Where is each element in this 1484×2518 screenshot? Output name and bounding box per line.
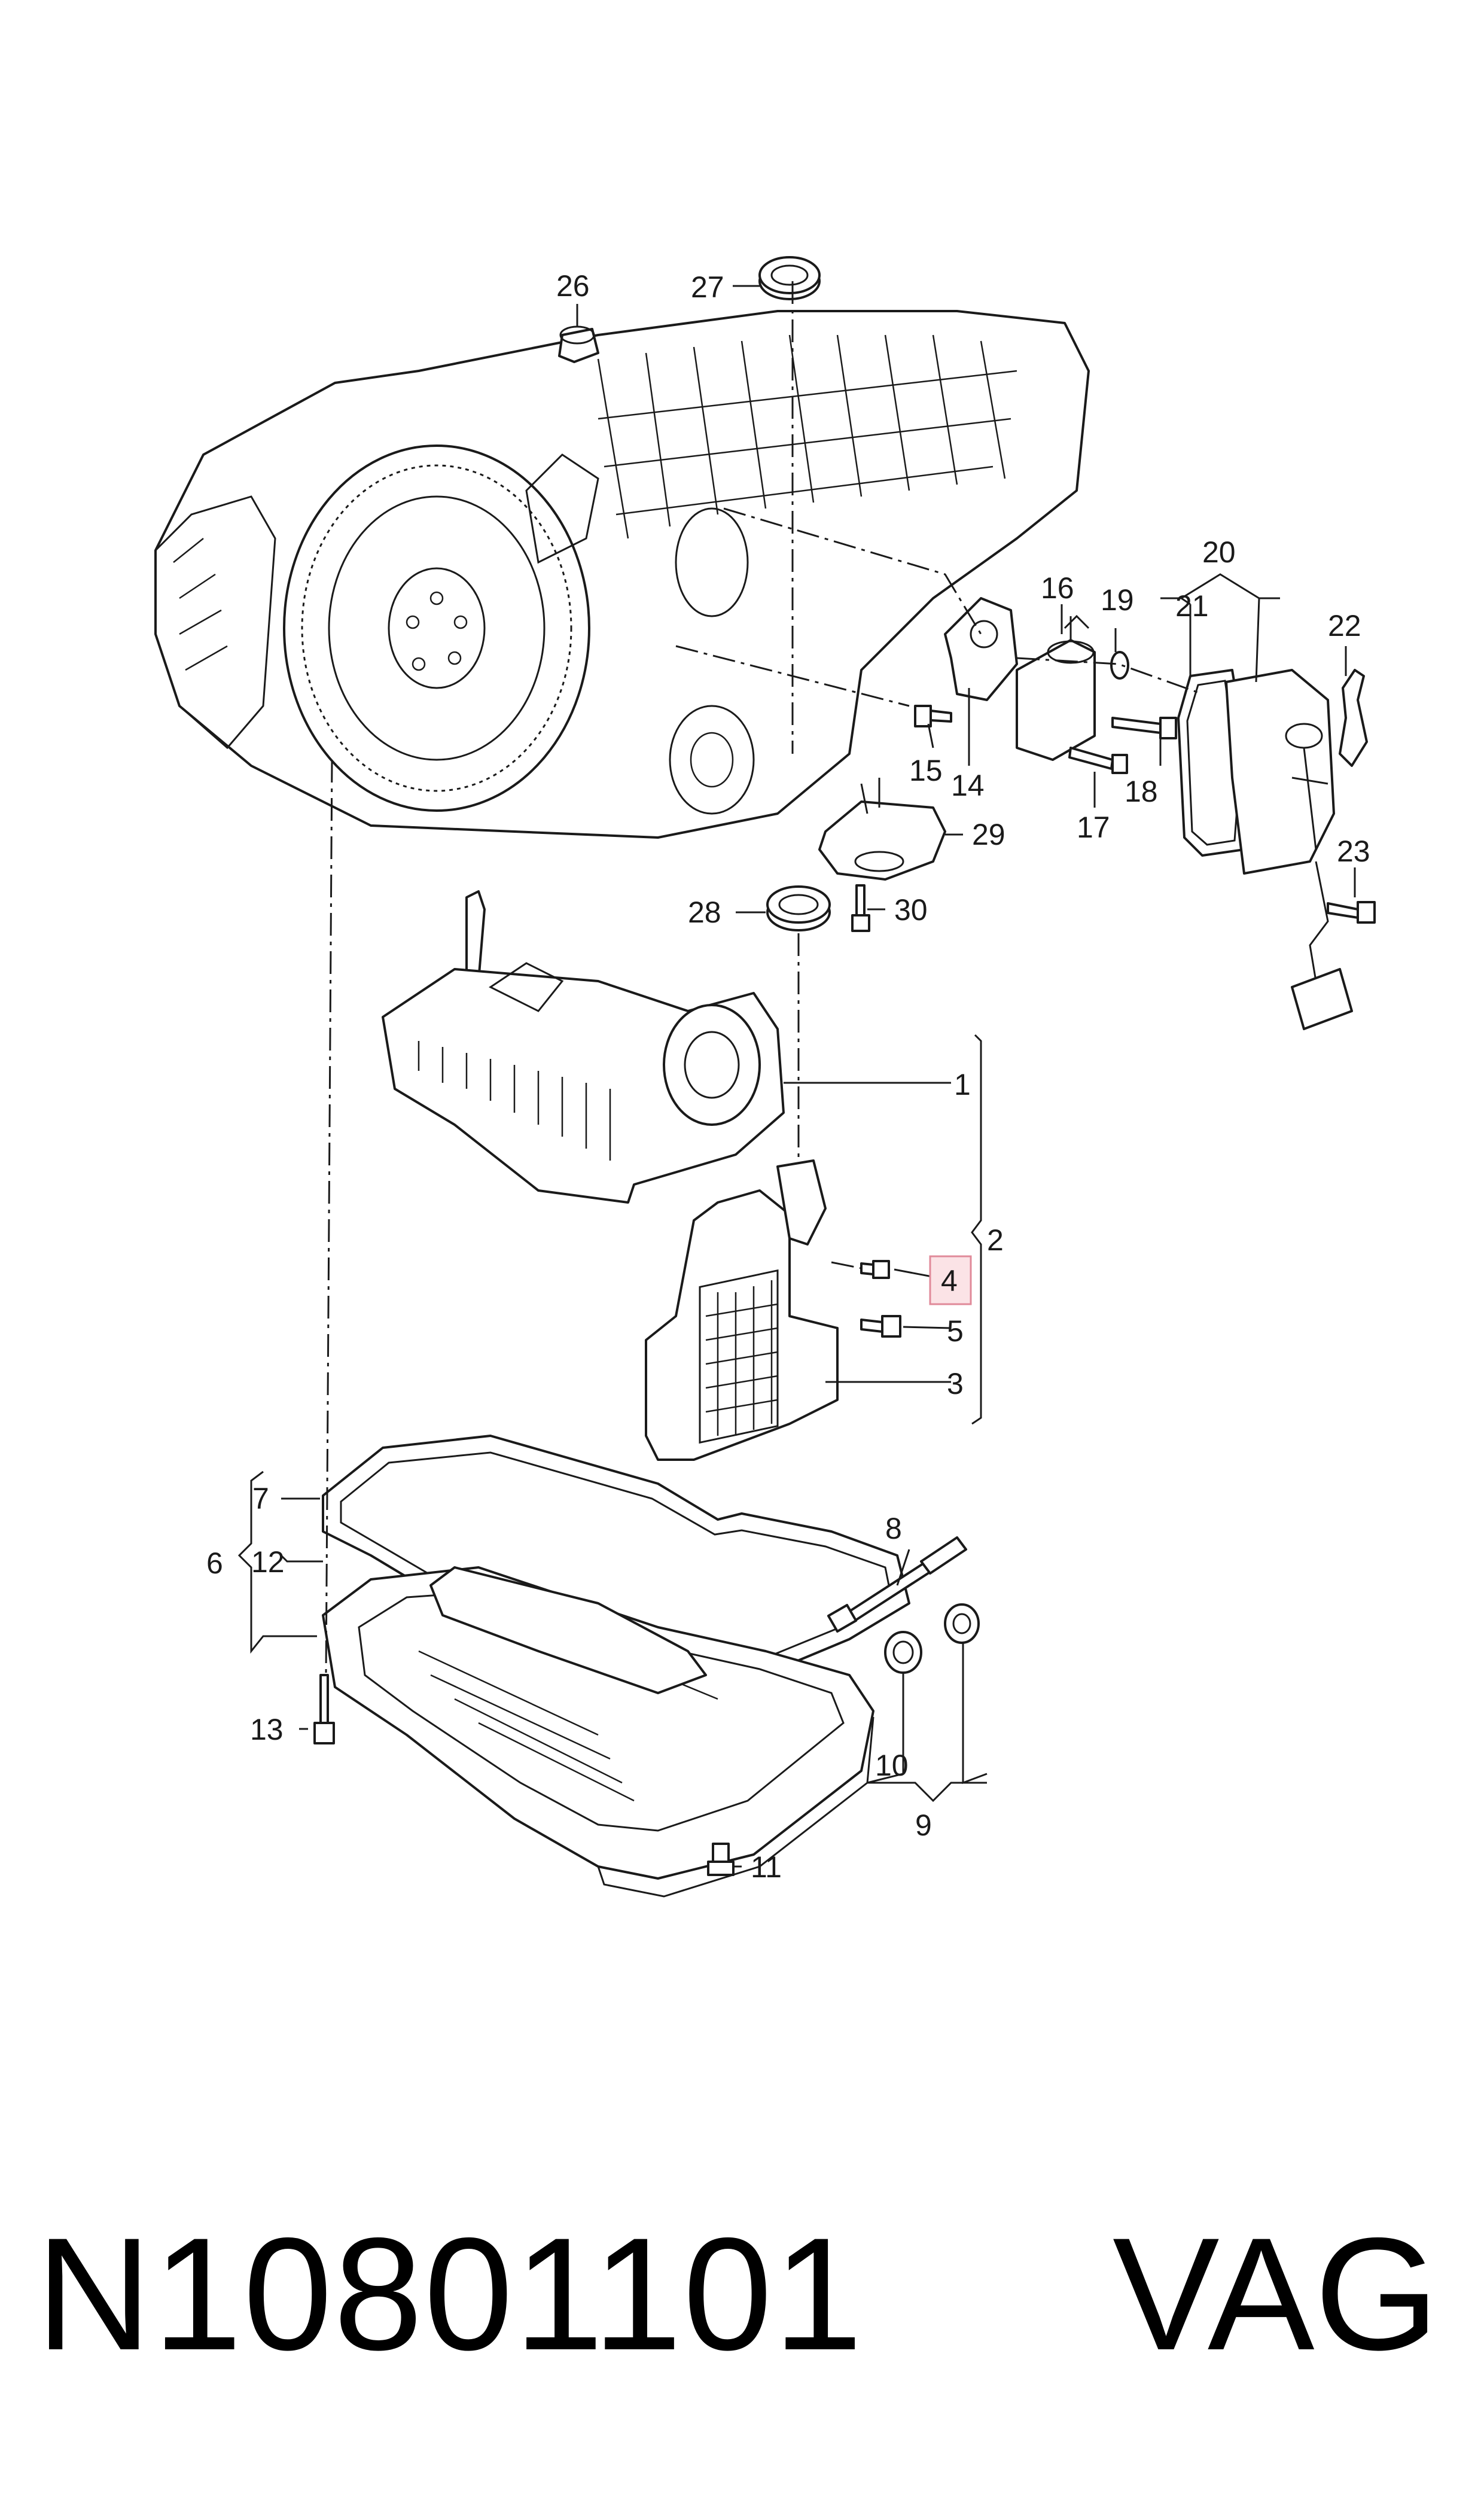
callout-22: 22	[1328, 609, 1361, 643]
drain-plug-11	[707, 1843, 735, 1876]
bolt-13	[313, 1674, 335, 1744]
filter-12	[429, 1566, 707, 1694]
cover-20	[1225, 669, 1353, 1030]
callout-29: 29	[972, 818, 1005, 851]
callout-9: 9	[915, 1808, 932, 1842]
callout-5: 5	[947, 1314, 964, 1348]
callout-8: 8	[885, 1512, 902, 1545]
flywheel	[283, 444, 590, 812]
callout-23: 23	[1337, 835, 1370, 868]
part-number: N10801101	[36, 2204, 864, 2383]
callout-12: 12	[251, 1545, 285, 1579]
callout-17: 17	[1077, 811, 1110, 844]
callout-labels: 26 27 28 29 30 16 19 20 21 22 15 14 18 1…	[206, 269, 1370, 1884]
callout-30: 30	[894, 893, 928, 927]
seal-19	[1110, 651, 1129, 680]
callout-7: 7	[252, 1482, 269, 1515]
callout-13: 13	[250, 1713, 284, 1746]
tube-8	[827, 1536, 967, 1633]
seal-10	[884, 1631, 922, 1674]
clip-22	[1339, 669, 1368, 767]
bracket-3	[645, 1159, 839, 1461]
bolt-30	[851, 884, 870, 932]
callout-18: 18	[1125, 775, 1158, 808]
bolt-4	[860, 1260, 890, 1279]
callout-19: 19	[1101, 583, 1134, 617]
mount-29	[818, 778, 946, 881]
brand-name: VAG	[1113, 2204, 1440, 2383]
callout-2: 2	[987, 1223, 1004, 1257]
callout-27: 27	[691, 270, 724, 304]
callout-3: 3	[947, 1367, 964, 1400]
transmission-housing	[154, 310, 1090, 839]
callout-10: 10	[875, 1749, 909, 1782]
callout-26: 26	[556, 269, 590, 303]
callout-14: 14	[951, 769, 985, 802]
callout-11: 11	[751, 1850, 782, 1884]
bolt-15	[914, 705, 952, 727]
bolt-5	[860, 1315, 901, 1338]
callout-15: 15	[909, 754, 943, 787]
alignment-lines	[325, 281, 1203, 1676]
plug-26	[558, 325, 599, 363]
bolt-17	[1068, 747, 1128, 774]
callout-6: 6	[206, 1546, 223, 1580]
callout-21: 21	[1175, 589, 1209, 623]
seal-28	[766, 885, 831, 931]
callout-28: 28	[688, 896, 721, 929]
mechatronic-unit-1	[382, 890, 785, 1204]
highlight-callout-4	[929, 1255, 972, 1305]
plug-9	[944, 1603, 980, 1644]
solenoid-16	[1016, 614, 1096, 761]
seal-27	[758, 256, 821, 300]
bolt-23	[1327, 901, 1376, 924]
callout-1: 1	[954, 1068, 971, 1101]
callout-4: 4	[941, 1264, 958, 1298]
callout-20: 20	[1202, 535, 1236, 569]
callout-16: 16	[1041, 571, 1074, 605]
leader-lines	[237, 285, 1356, 1868]
bolt-18	[1111, 717, 1177, 739]
bracket-14	[944, 597, 1018, 701]
